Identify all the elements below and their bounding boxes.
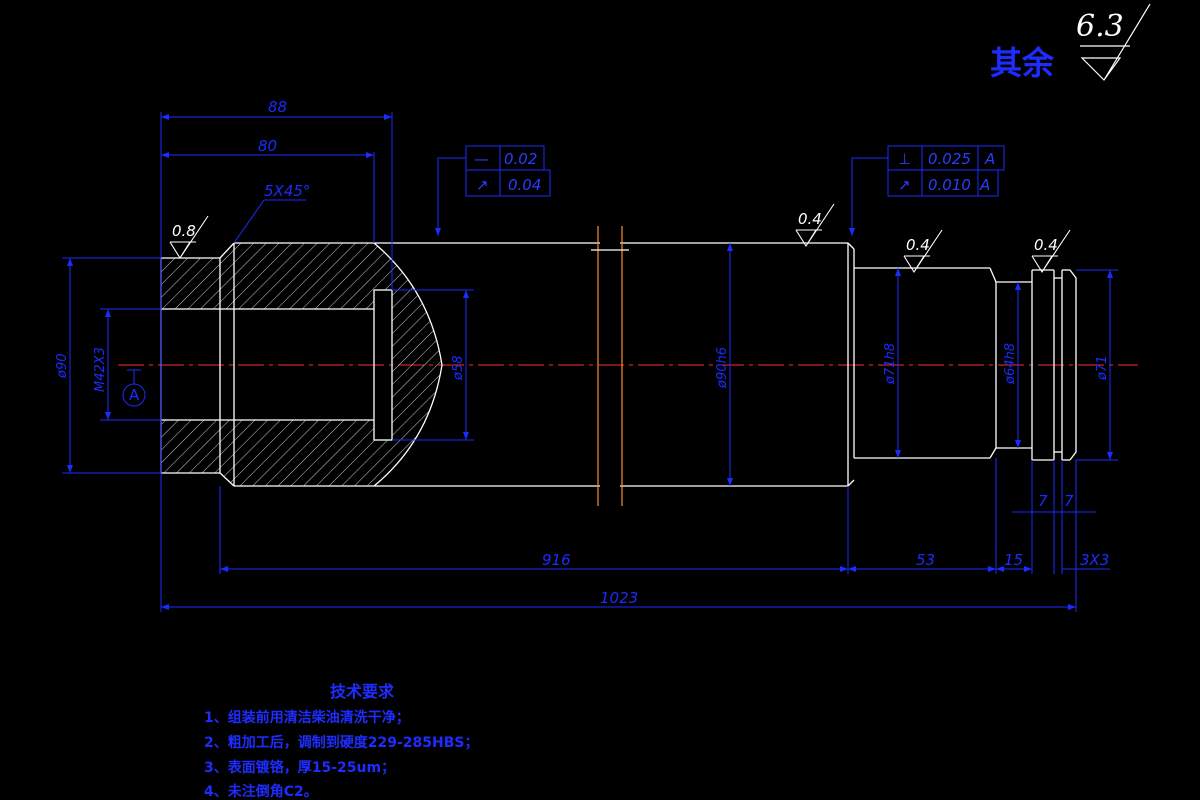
dim-dia-58: ø58 xyxy=(451,356,466,382)
datum-a-label: A xyxy=(129,386,140,404)
technical-requirements: 技术要求 1、组装前用清洁柴油清洗干净； 2、粗加工后，调制到硬度229-285… xyxy=(204,682,478,800)
tolerance-frame-left xyxy=(465,145,551,197)
fcf-right-datum-2: A xyxy=(979,176,990,194)
roughness-0-4-c: 0.4 xyxy=(1034,236,1058,254)
dim-7a: 7 xyxy=(1038,492,1048,510)
fcf-right-datum-1: A xyxy=(984,150,995,168)
fcf-left-value-1: 0.02 xyxy=(504,150,537,168)
dim-chamfer: 5X45° xyxy=(264,182,310,200)
roughness-symbol-icon xyxy=(1080,3,1151,81)
dim-1023: 1023 xyxy=(600,589,638,607)
dim-dia-64h8: ø64h8 xyxy=(1003,343,1018,385)
tolerance-frame-right xyxy=(887,145,1005,197)
fcf-left-value-2: 0.04 xyxy=(508,176,541,194)
tech-req-item-4: 4、未注倒角C2。 xyxy=(204,783,318,800)
dim-15: 15 xyxy=(1004,551,1023,569)
roughness-0-4-a: 0.4 xyxy=(798,210,822,228)
tech-req-title: 技术要求 xyxy=(330,682,395,701)
dim-dia-90: ø90 xyxy=(55,354,70,380)
dim-53: 53 xyxy=(916,551,935,569)
tech-req-item-2: 2、粗加工后，调制到硬度229-285HBS； xyxy=(204,734,478,751)
dim-916: 916 xyxy=(542,551,571,569)
dim-3x3: 3X3 xyxy=(1080,551,1109,569)
tech-req-item-3: 3、表面镀铬，厚15-25um； xyxy=(204,759,395,776)
fcf-left-symbol-2: ↗ xyxy=(476,176,489,194)
roughness-symbols xyxy=(169,203,1071,274)
fcf-left-symbol-1: — xyxy=(474,150,489,168)
break-lines xyxy=(591,226,629,506)
fcf-right-symbol-1: ⊥ xyxy=(898,150,911,168)
fcf-right-value-2: 0.010 xyxy=(928,176,971,194)
dim-80: 80 xyxy=(258,137,277,155)
dim-7b: 7 xyxy=(1064,492,1074,510)
section-hatch xyxy=(161,243,442,486)
roughness-0-4-b: 0.4 xyxy=(906,236,930,254)
dim-dia-71h8: ø71h8 xyxy=(883,343,898,385)
dimension-lines xyxy=(62,112,1118,612)
dim-88: 88 xyxy=(268,98,287,116)
dim-dia-71: ø71 xyxy=(1095,356,1110,382)
dim-thread: M42X3 xyxy=(93,347,108,392)
hidden-lines xyxy=(219,309,235,420)
general-roughness-label: 其余 xyxy=(990,44,1055,82)
roughness-0-8: 0.8 xyxy=(172,222,196,240)
general-roughness-value: 6.3 xyxy=(1076,9,1124,44)
tech-req-item-1: 1、组装前用清洁柴油清洗干净； xyxy=(204,709,410,726)
dim-dia-90h6: ø90h6 xyxy=(715,347,730,389)
general-roughness: 其余 6.3 xyxy=(990,3,1151,82)
fcf-right-value-1: 0.025 xyxy=(928,150,971,168)
fcf-right-symbol-2: ↗ xyxy=(898,176,911,194)
